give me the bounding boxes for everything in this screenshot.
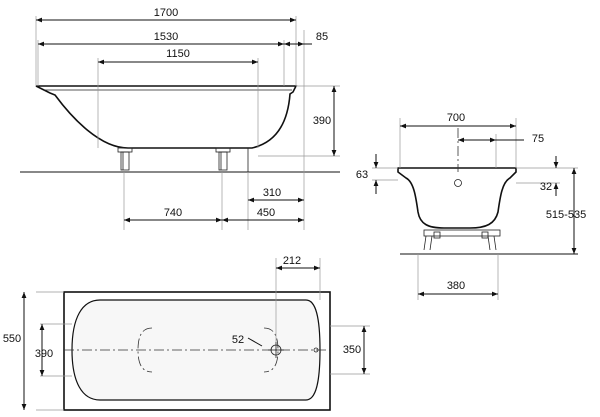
dim-390-side-label: 390 [313, 115, 331, 127]
dim-740-label: 740 [164, 207, 182, 219]
dim-52-label: 52 [232, 334, 244, 346]
dim-32-label: 32 [540, 181, 552, 193]
dim-75-label: 75 [532, 133, 544, 145]
dim-212-label: 212 [283, 255, 301, 267]
top-view: 212 550 390 52 350 [3, 255, 370, 411]
dim-1530-label: 1530 [154, 31, 178, 43]
end-view: 700 75 63 32 515-535 380 [356, 112, 586, 300]
dim-85-label: 85 [316, 31, 328, 43]
dim-1700-label: 1700 [154, 7, 178, 19]
dim-63-label: 63 [356, 169, 368, 181]
end-view-overflow-icon [454, 179, 462, 187]
end-view-stand [423, 229, 501, 251]
dim-515-535-label: 515-535 [546, 209, 586, 221]
dim-1150-label: 1150 [166, 48, 190, 60]
dim-380-label: 380 [447, 280, 465, 292]
side-view: 1700 1530 85 1150 390 310 740 450 [20, 7, 340, 230]
end-view-tub-body [397, 167, 517, 229]
top-view-overflow-icon [313, 347, 319, 353]
dim-390-top-label: 390 [35, 348, 53, 360]
dim-700-label: 700 [447, 112, 465, 124]
dim-350-label: 350 [343, 344, 361, 356]
dim-52-leader [247, 337, 263, 347]
side-view-tub-body [35, 85, 298, 149]
dim-310-label: 310 [263, 187, 281, 199]
dim-450-label: 450 [257, 207, 275, 219]
side-view-leg-right [215, 147, 231, 171]
dim-550-label: 550 [3, 333, 21, 345]
side-view-leg-left [117, 147, 133, 171]
